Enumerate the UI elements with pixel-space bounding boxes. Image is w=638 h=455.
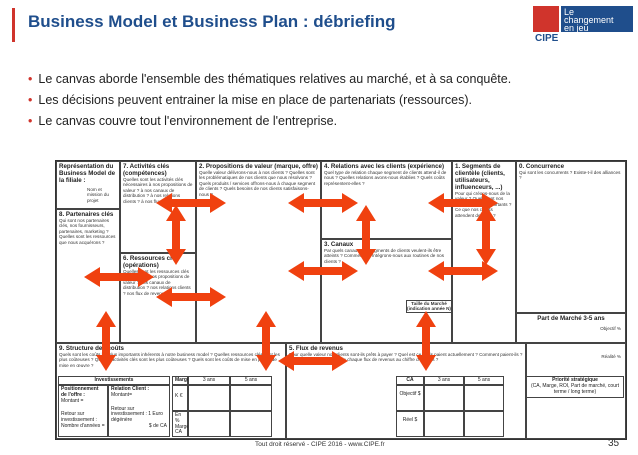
- double-arrow-vertical-icon: [166, 205, 186, 265]
- logo-line3: en jeu: [564, 23, 589, 33]
- business-model-canvas: Représentation du Business Model de la f…: [55, 160, 627, 440]
- double-arrow-vertical-icon: [416, 311, 436, 371]
- bullet-dot-icon: •: [28, 72, 33, 86]
- double-arrow-icon: [428, 261, 498, 281]
- bullet-dot-icon: •: [28, 93, 33, 107]
- bullet-dot-icon: •: [28, 114, 33, 128]
- footer-text: Tout droit réservé - CIPE 2016 - www.CIP…: [255, 441, 385, 448]
- bullet-item: •Le canvas aborde l'ensemble des thémati…: [28, 72, 512, 86]
- bullet-list: •Le canvas aborde l'ensemble des thémati…: [28, 72, 511, 135]
- double-arrow-icon: [156, 193, 226, 213]
- cipe-logo: CIPE Le changement en jeu: [533, 6, 633, 46]
- cell-part-marche: Part de Marché 3-5 ans Objectif %: [516, 313, 626, 343]
- double-arrow-vertical-icon: [96, 311, 116, 371]
- title-accent-bar: [12, 8, 15, 42]
- double-arrow-icon: [278, 351, 348, 371]
- logo-abbr: CIPE: [535, 33, 559, 44]
- logo-mark-icon: [533, 6, 633, 32]
- cell-propositions: 2. Propositions de valeur (marque, offre…: [196, 161, 321, 343]
- inv-relation: Relation Client : Montant= Retour sur in…: [108, 385, 170, 437]
- page-number: 35: [608, 438, 620, 449]
- double-arrow-vertical-icon: [356, 205, 376, 265]
- cell-representation: Représentation du Business Model de la f…: [56, 161, 120, 209]
- double-arrow-icon: [84, 267, 154, 287]
- inv-positionnement: Positionnement de l'offre : Montant = Re…: [58, 385, 108, 437]
- flow-arrows: [84, 193, 498, 371]
- logo-line1: Le: [564, 7, 575, 17]
- bullet-item: •Les décisions peuvent entrainer la mise…: [28, 93, 472, 107]
- taille-marche-box: Taille du Marché (indication année N): [406, 300, 451, 313]
- cell-concurrence: 0. Concurrence Qui sont les concurrents …: [516, 161, 626, 313]
- double-arrow-vertical-icon: [476, 205, 496, 265]
- page-title: Business Model et Business Plan : débrie…: [28, 12, 396, 31]
- logo-line2: changement: [564, 15, 614, 25]
- double-arrow-icon: [288, 261, 358, 281]
- double-arrow-vertical-icon: [256, 311, 276, 371]
- double-arrow-icon: [156, 287, 226, 307]
- double-arrow-icon: [288, 193, 358, 213]
- bullet-item: •Le canvas couvre tout l'environnement d…: [28, 114, 338, 128]
